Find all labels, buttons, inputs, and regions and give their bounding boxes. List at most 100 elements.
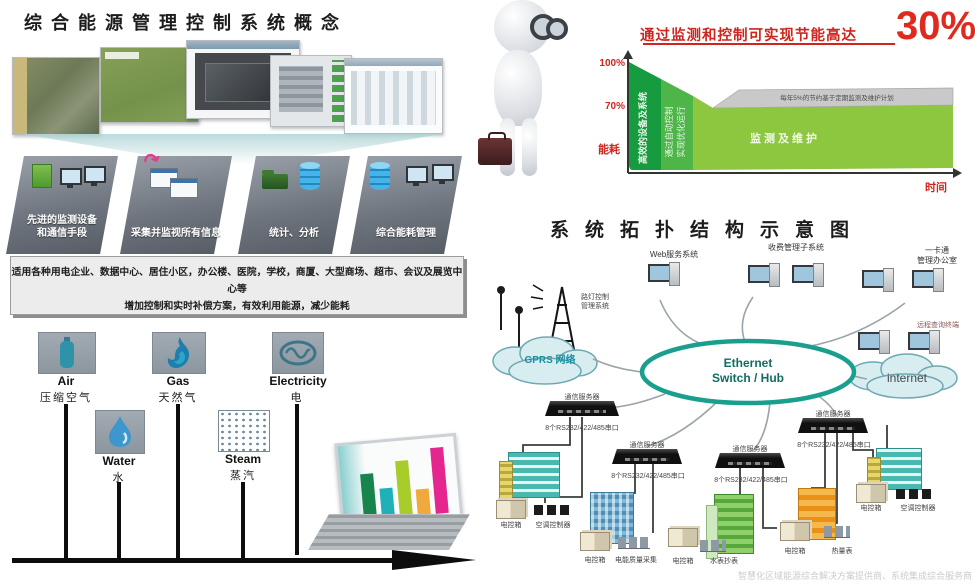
- platform-label-line1: 综合能耗管理: [376, 228, 436, 239]
- computer-icon: [648, 262, 682, 288]
- topology-title: 系统拓扑结构示意图: [550, 220, 866, 241]
- gas-label-en: Gas: [166, 374, 190, 388]
- computer-icon: [748, 263, 782, 289]
- ac-controller-icon: [534, 505, 570, 515]
- scope-text-box: 适用各种用电企业、数据中心、居住小区，办公楼、医院，学校，商厦、大型商场、超市、…: [10, 256, 464, 315]
- scope-line1: 适用各种用电企业、数据中心、居住小区，办公楼、医院，学校，商厦、大型商场、超市、…: [11, 267, 463, 296]
- x-axis-label: 时间: [925, 180, 947, 194]
- bus-line: [12, 558, 394, 563]
- device-label: 热量表: [831, 548, 853, 555]
- onecard-label-line1: 一卡通: [925, 246, 949, 255]
- control-box-icon: [580, 532, 610, 551]
- headline-underline: [643, 43, 895, 45]
- gas-icon-box: [152, 332, 206, 374]
- band3-label: 监测及维护: [750, 131, 820, 145]
- computer-icon: [862, 268, 896, 294]
- comm-server-label: 通信服务器: [732, 446, 768, 453]
- map-screenshot: [12, 57, 100, 135]
- platform-monitoring-equipment: 先进的监测设备 和通信手段: [6, 156, 118, 254]
- chart-bar: [360, 473, 378, 521]
- water-drop-icon: [109, 416, 131, 447]
- platform-label: 综合能耗管理: [352, 227, 460, 240]
- band1-label: 高效的设备及系统: [637, 92, 648, 164]
- electricity-pipe-line: [295, 404, 299, 555]
- savings-value: 30%: [896, 4, 975, 48]
- platform-collect-monitor: ↷ 采集并监视所有信息: [120, 148, 232, 254]
- x-axis-arrow: [953, 168, 962, 178]
- heat-meter-icon: [824, 526, 850, 538]
- serial-ports-label: 8个RS232/422/485串口: [545, 425, 619, 432]
- database-icon: [370, 162, 390, 190]
- computer-icon: [912, 268, 946, 294]
- platform-label-line1: 先进的监测设备: [27, 215, 97, 226]
- steam-icon-box: [218, 410, 270, 452]
- mascot-body: [494, 50, 542, 126]
- steam-label-en: Steam: [224, 452, 262, 466]
- chart-bar: [395, 460, 413, 518]
- web-server-label: Web服务系统: [649, 250, 699, 259]
- band4-label: 每年5%的节约基于定期监测及维护计划: [780, 93, 893, 102]
- device-label: 空调控制器: [535, 522, 571, 529]
- ac-controller-icon: [896, 489, 932, 499]
- water-label-zh: 水: [112, 472, 126, 484]
- band-annual-savings: [711, 87, 954, 109]
- comm-server-icon: [798, 418, 868, 433]
- control-box-label: 电控箱: [584, 557, 606, 564]
- control-box-label: 电控箱: [500, 522, 522, 529]
- plant-screenshot: [100, 47, 199, 123]
- mascot-figure: [478, 0, 578, 205]
- internet-cloud: [848, 353, 958, 399]
- monitor-icon: [432, 164, 454, 184]
- street-light-icons: [497, 286, 523, 347]
- comm-server-label: 通信服务器: [815, 411, 851, 418]
- control-box-label: 电控箱: [672, 558, 694, 565]
- onecard-label-line2: 管理办公室: [917, 256, 957, 265]
- band-monitoring: [693, 96, 953, 170]
- band2-label-line2: 实现优化运行: [676, 106, 686, 158]
- platform-slab: [238, 156, 350, 254]
- monitor-icon: [84, 166, 106, 186]
- gas-cylinder-icon: [60, 337, 74, 368]
- air-icon-box: [38, 332, 96, 374]
- band-efficient-equipment: [629, 62, 661, 170]
- gas-label-zh: 天然气: [158, 392, 198, 404]
- device-label: 电能质量采集: [615, 557, 657, 564]
- window-titlebar: [187, 41, 299, 49]
- chart-screenshot: [344, 58, 443, 134]
- device-label: 水表抄表: [710, 558, 738, 565]
- platform-statistics-analysis: 统计、分析: [238, 156, 350, 254]
- air-label-en: Air: [57, 374, 75, 388]
- control-box-icon: [780, 522, 810, 541]
- folder-icon: [262, 170, 288, 189]
- platform-energy-management: 综合能耗管理: [350, 156, 462, 254]
- chart-bar: [415, 488, 431, 516]
- gprs-label: GPRS 网络: [524, 355, 576, 366]
- serial-ports-label: 8个RS232/422/485串口: [611, 473, 685, 480]
- concept-title: 综合能源管理控制系统概念: [24, 13, 348, 33]
- platform-label: 采集并监视所有信息: [122, 227, 230, 240]
- topology-lines: Ethernet Switch / Hub: [492, 284, 958, 533]
- window-titlebar: [345, 59, 442, 66]
- comm-server-icon: [545, 401, 619, 416]
- hub-label-line2: Switch / Hub: [712, 371, 784, 385]
- building-icon: [867, 448, 922, 499]
- chart-bar: [430, 447, 449, 514]
- goggles-icon: [546, 18, 568, 40]
- platform-label: 先进的监测设备 和通信手段: [8, 214, 116, 240]
- fee-mgmt-label: 收费管理子系统: [768, 243, 824, 252]
- device-label: 空调控制器: [900, 505, 936, 512]
- air-label-zh: 压缩空气: [40, 392, 92, 404]
- gas-pipe-line: [176, 404, 180, 560]
- y-tick-70: 70%: [605, 101, 625, 112]
- database-icon: [300, 162, 320, 190]
- comm-server-icon: [612, 449, 682, 464]
- savings-chart: 100% 70% 能耗 时间 高效的设备及系统 通过自动控制 实现优化运行 监测…: [598, 50, 962, 194]
- water-icon-box: [95, 410, 145, 454]
- platform-label-line1: 统计、分析: [269, 228, 319, 239]
- laptop-keyboard: [308, 514, 470, 550]
- water-pipe-line: [117, 482, 121, 560]
- steam-label-zh: 蒸汽: [230, 470, 256, 482]
- building-icon: [499, 452, 560, 507]
- water-meter-icon: [700, 540, 726, 552]
